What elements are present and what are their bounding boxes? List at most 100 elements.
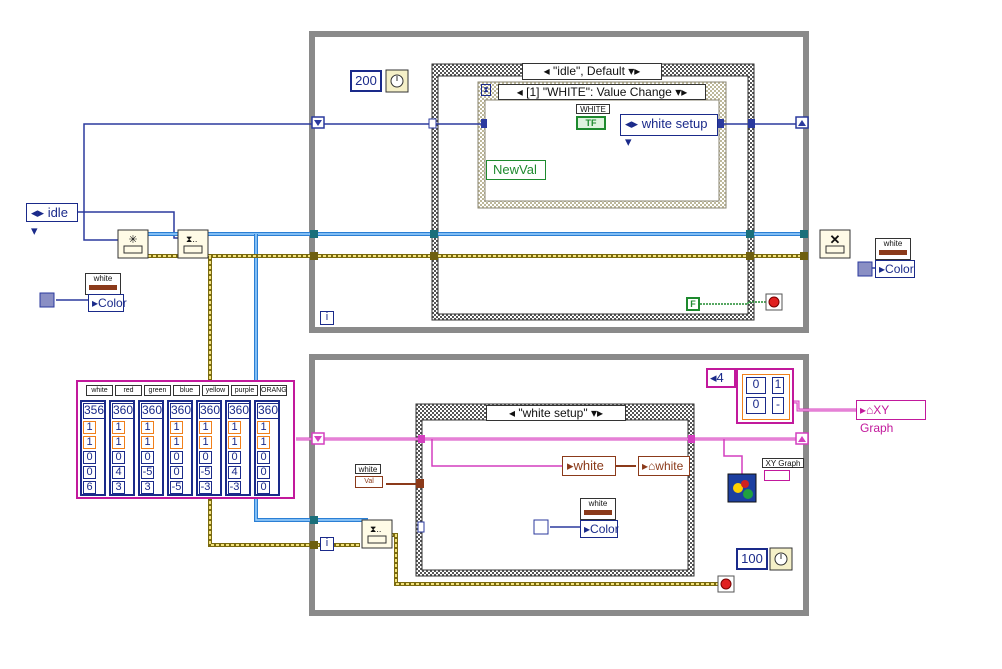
array-cell[interactable]: 1	[199, 436, 212, 449]
bottom-while-loop[interactable]	[309, 354, 809, 616]
array-cell[interactable]: 360	[170, 403, 192, 419]
array-cell[interactable]: 0	[257, 451, 270, 464]
array-cell[interactable]: 356	[83, 403, 105, 419]
array-cell[interactable]: -5	[170, 481, 183, 494]
array-cell[interactable]: 1	[228, 421, 241, 434]
enum-constant-idle[interactable]: ◂▸ idle ▾	[26, 203, 78, 238]
false-constant[interactable]: F	[686, 297, 700, 311]
array-cell[interactable]: 0	[170, 466, 183, 479]
graph-cluster-constant[interactable]: 0 1 0 -	[736, 368, 794, 424]
stop-terminal-bottom[interactable]	[717, 575, 735, 593]
bottom-case-structure[interactable]	[415, 403, 695, 577]
array-cell[interactable]: 0	[170, 451, 183, 464]
array-cell[interactable]: 1	[257, 421, 270, 434]
cluster-value-3[interactable]: -	[772, 397, 784, 414]
boolean-terminal[interactable]: TF	[576, 116, 606, 130]
array-cell[interactable]: 0	[141, 451, 154, 464]
property-node-bottom[interactable]: white	[580, 498, 616, 520]
color-property-left[interactable]: ▸Color	[88, 294, 127, 312]
selector-next-icon[interactable]: ▾▸	[590, 406, 603, 420]
array-cell[interactable]: 360	[257, 403, 279, 419]
cluster-value-2[interactable]: 0	[746, 397, 766, 414]
array-cell[interactable]: 6	[83, 481, 96, 494]
enum-constant-white-setup[interactable]: ◂▸ white setup ▾	[620, 114, 718, 149]
selector-prev-icon[interactable]: ◂	[543, 64, 550, 78]
array-cell[interactable]: 1	[228, 436, 241, 449]
event-next-icon[interactable]: ▾▸	[675, 85, 688, 99]
wait-timer-top[interactable]	[385, 69, 409, 93]
enqueue-node[interactable]: ⧗..	[177, 229, 209, 259]
array-cell[interactable]: -3	[199, 481, 212, 494]
array-cell[interactable]: 3	[112, 481, 125, 494]
array-cell[interactable]: 0	[112, 451, 125, 464]
xy-graph-prop-node[interactable]	[764, 470, 790, 481]
array-cell[interactable]: 360	[199, 403, 221, 419]
cluster-size-constant[interactable]: ◂4	[706, 368, 736, 388]
wait-constant-top[interactable]: 200	[350, 70, 382, 92]
xy-graph-icon[interactable]	[727, 473, 757, 503]
top-while-loop[interactable]	[309, 31, 809, 333]
cluster-value-0[interactable]: 0	[746, 377, 766, 394]
to-more-specific-node[interactable]: ▸white	[562, 456, 616, 476]
wait-constant-bottom[interactable]: 100	[736, 548, 768, 570]
enum-wire	[78, 123, 800, 241]
event-structure[interactable]	[477, 81, 727, 209]
xy-graph-terminal[interactable]: ▸⌂XY Graph	[856, 400, 926, 435]
array-cell[interactable]: 1	[257, 436, 270, 449]
selector-prev-icon[interactable]: ◂	[509, 406, 516, 420]
array-constant[interactable]: whiteredgreenblueyellowpurpleORANGE 3561…	[76, 380, 295, 499]
dequeue-node[interactable]: ⧗..	[361, 519, 393, 549]
array-cell[interactable]: 4	[228, 466, 241, 479]
array-cell[interactable]: 1	[112, 436, 125, 449]
selector-next-icon[interactable]: ▾▸	[628, 64, 641, 78]
array-cell[interactable]: 4	[112, 466, 125, 479]
event-data-node[interactable]: NewVal	[486, 160, 546, 180]
property-node-left[interactable]: white	[85, 273, 121, 295]
array-cell[interactable]: 0	[83, 466, 96, 479]
xy-graph-prop-title: XY Graph	[762, 458, 804, 468]
array-cell[interactable]: 0	[228, 451, 241, 464]
array-cell[interactable]: 0	[199, 451, 212, 464]
case-selector-bottom[interactable]: ◂ "white setup" ▾▸	[486, 405, 626, 421]
cluster-value-1[interactable]: 1	[772, 377, 784, 394]
array-header-0: white	[86, 385, 113, 396]
array-cell[interactable]: 0	[257, 481, 270, 494]
property-node-right[interactable]: white	[875, 238, 911, 260]
array-cell[interactable]: 1	[170, 436, 183, 449]
array-cell[interactable]: 1	[83, 436, 96, 449]
array-cell[interactable]: -5	[141, 466, 154, 479]
array-cell[interactable]: 1	[112, 421, 125, 434]
array-cell[interactable]: 360	[228, 403, 250, 419]
white-ref-indicator[interactable]: ▸⌂white	[638, 456, 690, 476]
dropdown-icon[interactable]: ▾	[31, 223, 38, 238]
event-timeout-icon[interactable]: ⧗	[481, 84, 491, 96]
obtain-queue-node[interactable]: ✳	[117, 229, 149, 259]
array-cell[interactable]: 1	[83, 421, 96, 434]
release-queue-node[interactable]: ✕	[819, 229, 851, 259]
array-column-2: 360 1 1 0 -5 3	[138, 400, 164, 496]
color-constant-left[interactable]	[39, 292, 55, 308]
color-constant-right[interactable]	[857, 261, 873, 277]
array-cell[interactable]: 1	[170, 421, 183, 434]
color-constant-bottom[interactable]	[533, 519, 549, 535]
array-cell[interactable]: 3	[141, 481, 154, 494]
event-selector[interactable]: ◂ [1] "WHITE": Value Change ▾▸	[498, 84, 706, 100]
white-ref-constant[interactable]: Val	[355, 476, 383, 488]
array-cell[interactable]: 360	[112, 403, 134, 419]
array-cell[interactable]: -5	[199, 466, 212, 479]
color-property-right[interactable]: ▸Color	[875, 260, 915, 278]
array-cell[interactable]: 1	[141, 436, 154, 449]
color-property-bottom[interactable]: ▸Color	[580, 520, 619, 538]
array-cell[interactable]: 360	[141, 403, 163, 419]
stop-terminal-top[interactable]	[765, 293, 783, 311]
dropdown-icon[interactable]: ▾	[625, 134, 632, 149]
wait-timer-bottom[interactable]	[769, 547, 793, 571]
array-cell[interactable]: -3	[228, 481, 241, 494]
case-selector-top[interactable]: ◂ "idle", Default ▾▸	[522, 63, 662, 80]
array-cell[interactable]: 1	[199, 421, 212, 434]
array-cell[interactable]: 0	[257, 466, 270, 479]
event-prev-icon[interactable]: ◂	[516, 85, 523, 99]
array-column-3: 360 1 1 0 0 -5	[167, 400, 193, 496]
array-cell[interactable]: 0	[83, 451, 96, 464]
array-cell[interactable]: 1	[141, 421, 154, 434]
